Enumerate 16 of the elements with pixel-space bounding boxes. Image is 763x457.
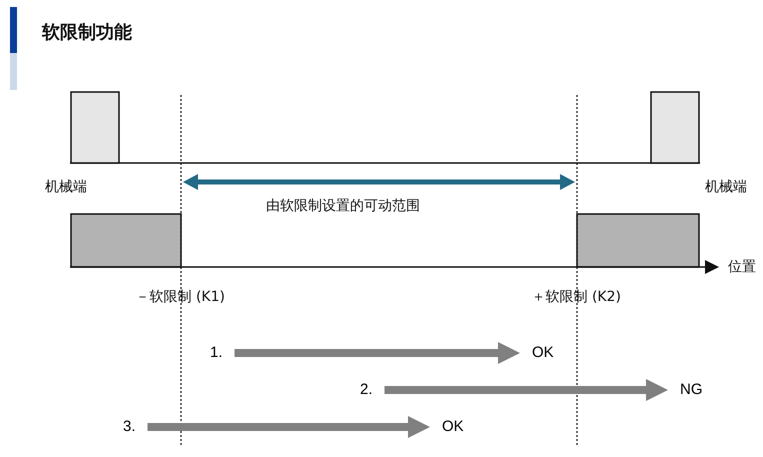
axis-end-label: 机械端: [705, 178, 747, 196]
arrow: [384, 379, 668, 401]
axis-label: 位置: [728, 258, 756, 276]
title: 软限制功能: [42, 21, 132, 44]
limit-label: －软限制 (K1): [136, 288, 225, 306]
result-label: NG: [676, 381, 706, 399]
arrow: [234, 342, 520, 364]
limit-label: ＋软限制 (K2): [532, 288, 621, 306]
arrow: [148, 416, 430, 438]
step-number: 2.: [356, 381, 377, 399]
step-number: 1.: [206, 344, 227, 362]
result-label: OK: [528, 344, 558, 362]
result-label: OK: [438, 418, 468, 436]
step-number: 3.: [119, 418, 140, 436]
axis-end-label: 机械端: [45, 178, 87, 196]
range-label: 由软限制设置的可动范围: [266, 197, 420, 215]
